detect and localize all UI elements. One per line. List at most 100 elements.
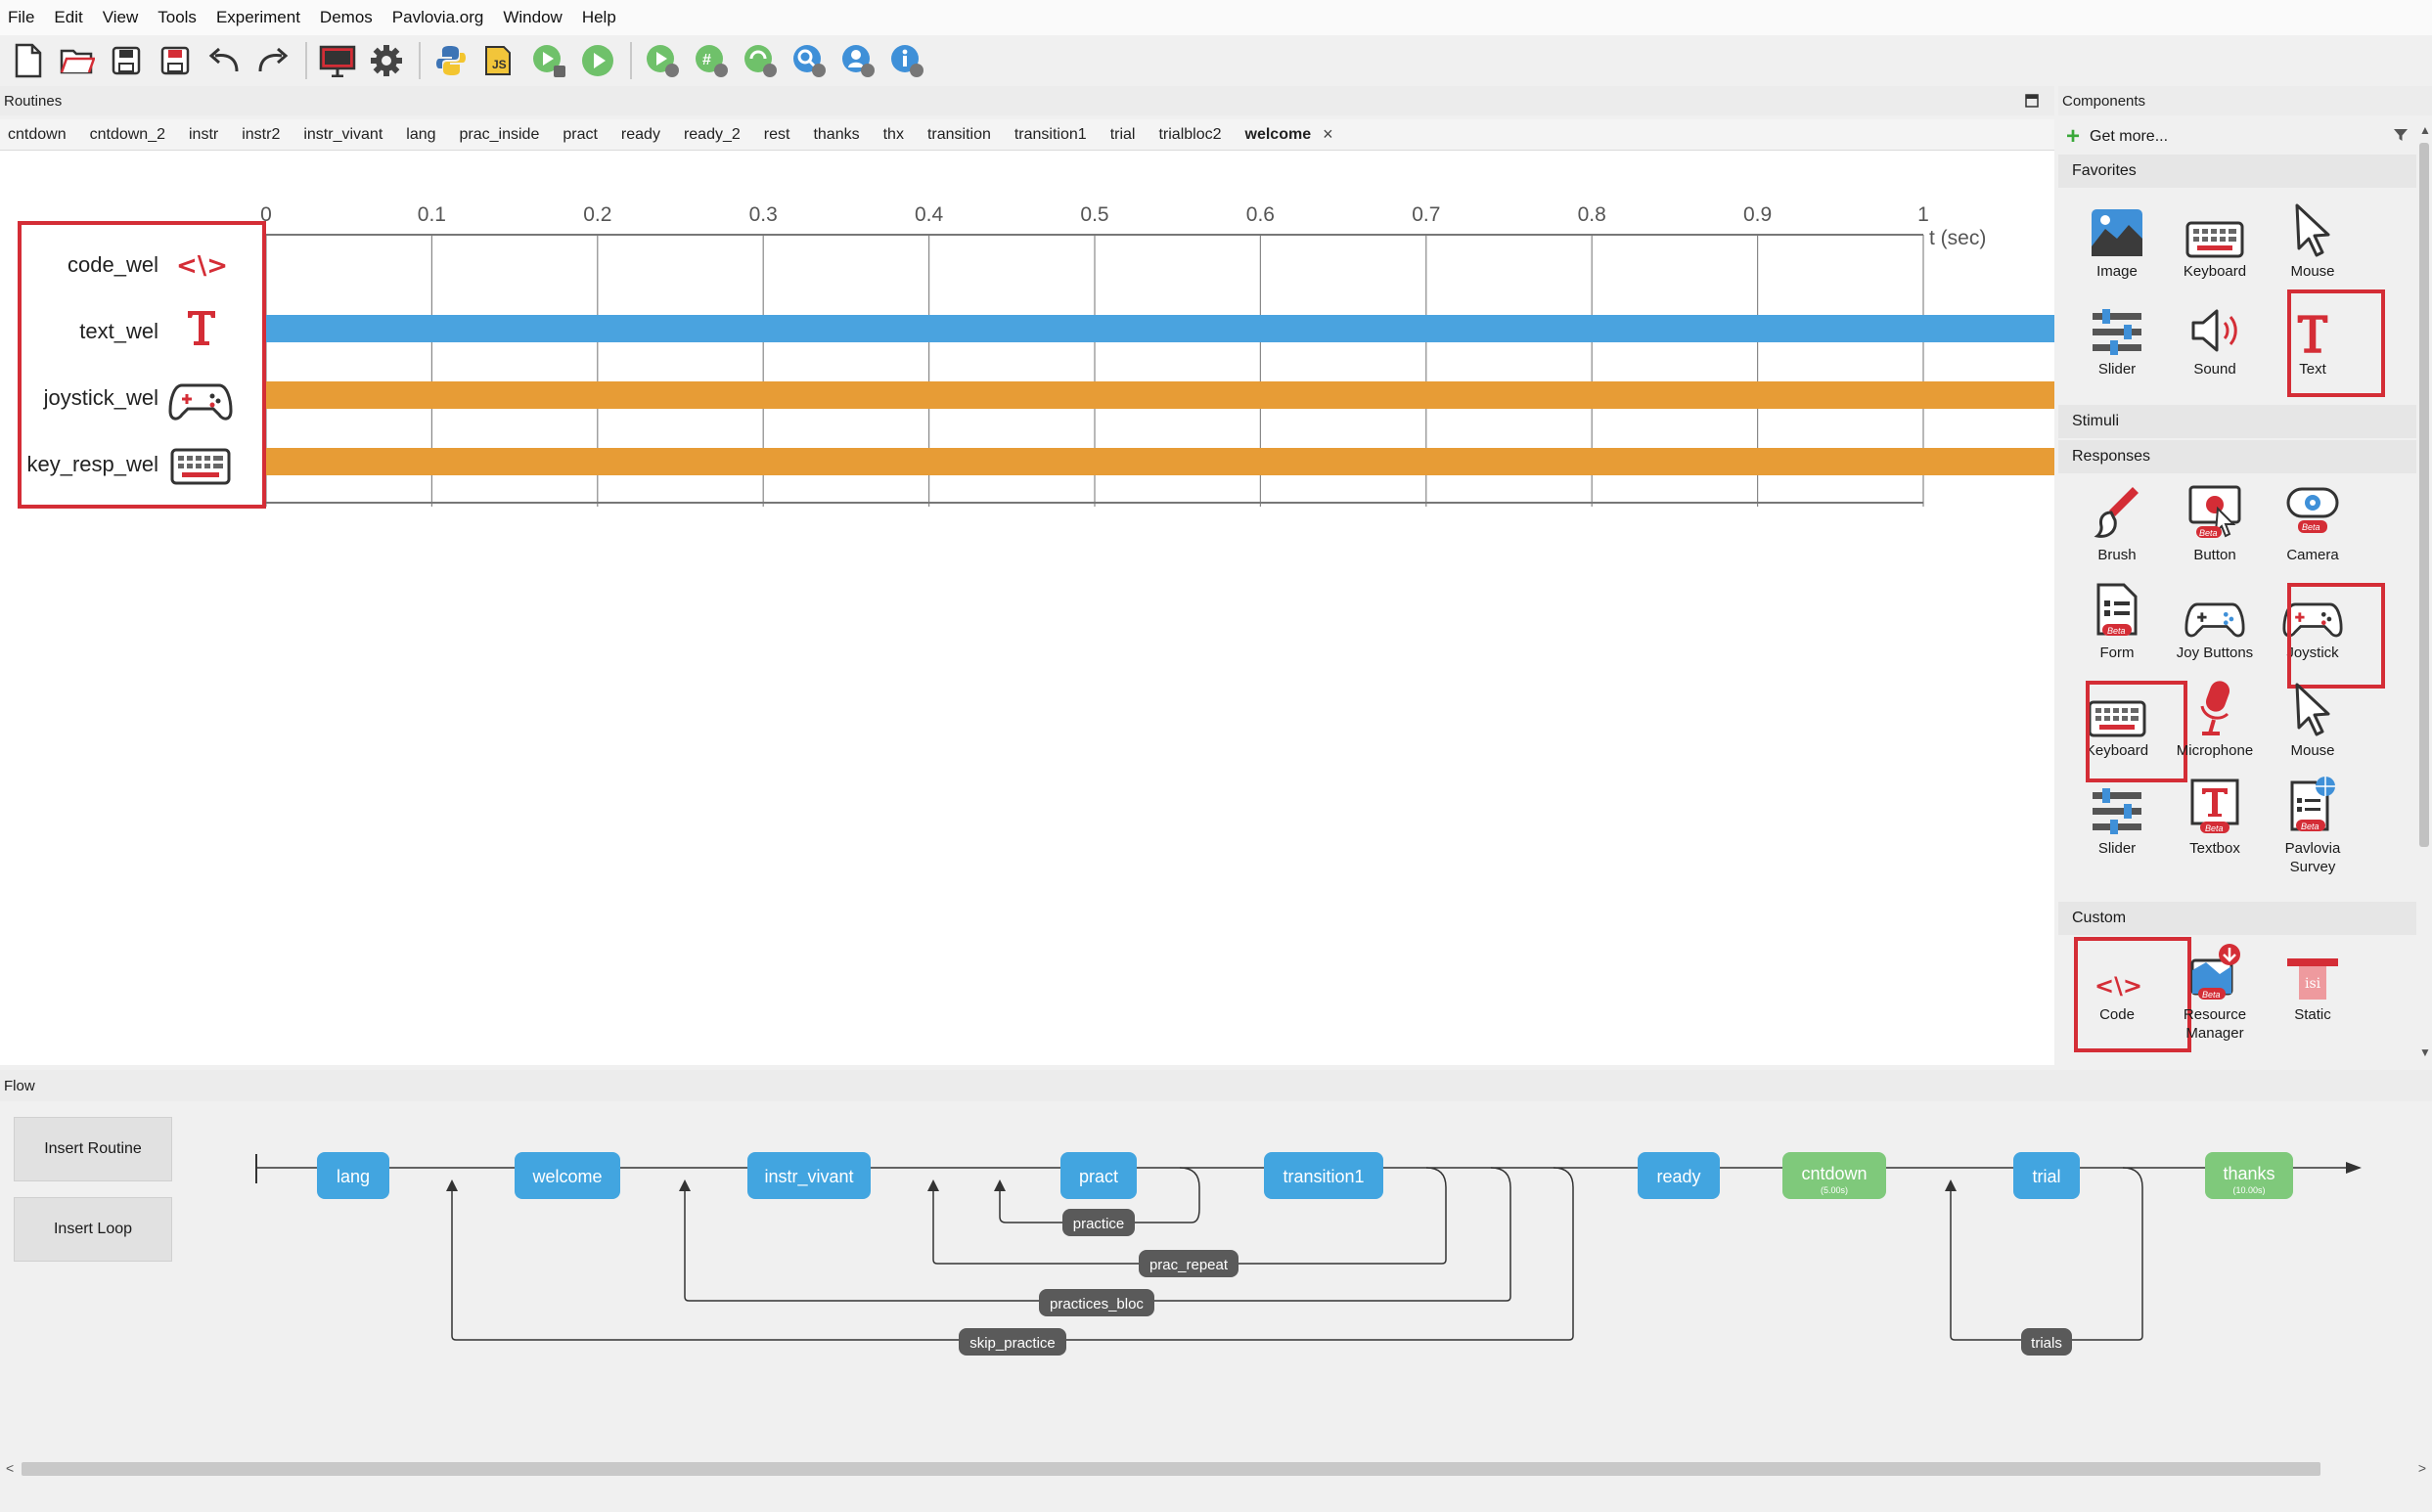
comp-image[interactable]: Image [2068,190,2166,281]
save-as-icon[interactable] [155,40,196,81]
components-scrollbar[interactable]: ▲ ▼ [2416,119,2432,1063]
comp-camera[interactable]: Beta Camera [2264,473,2362,564]
loop-pill[interactable] [1139,1250,1239,1277]
joystick-wel-bar[interactable] [266,381,2054,409]
publish-icon[interactable] [740,40,781,81]
scroll-right-icon[interactable]: > [2417,1460,2426,1476]
code-icon[interactable]: <\> [174,246,228,287]
flow-routine-box[interactable] [1060,1152,1137,1199]
component-label-key-resp-wel[interactable]: key_resp_wel [26,452,158,476]
flow-scroll-thumb[interactable] [22,1462,2320,1476]
scroll-left-icon[interactable]: < [6,1460,15,1476]
key-resp-wel-bar[interactable] [266,448,2054,475]
run-icon[interactable] [577,40,618,81]
tab-ready-2[interactable]: ready_2 [683,125,741,143]
comp-sound[interactable]: Sound [2166,288,2264,378]
tab-transition[interactable]: transition [926,125,991,143]
loop-pill[interactable] [1039,1289,1154,1316]
comp-joy-buttons[interactable]: Joy Buttons [2166,571,2264,662]
tab-rest[interactable]: rest [763,125,790,143]
tab-instr-vivant[interactable]: instr_vivant [303,125,383,143]
tab-lang[interactable]: lang [406,125,436,143]
comp-code[interactable]: <\> Code [2068,933,2166,1024]
flow-routine-box[interactable] [2205,1152,2293,1199]
panel-maximize-icon[interactable] [2025,94,2039,111]
loop-pill[interactable] [2021,1328,2072,1356]
javascript-icon[interactable]: JS [479,40,520,81]
gamepad-icon[interactable] [168,379,233,427]
tab-trial[interactable]: trial [1109,125,1136,143]
scroll-up-icon[interactable]: ▲ [2419,123,2431,137]
components-scroll-thumb[interactable] [2419,143,2429,847]
menu-pavlovia[interactable]: Pavlovia.org [391,8,484,26]
menu-window[interactable]: Window [503,8,563,26]
menu-demos[interactable]: Demos [319,8,373,26]
flow-routine-box[interactable] [1782,1152,1886,1199]
close-tab-icon[interactable]: × [1323,124,1333,144]
tab-pract[interactable]: pract [563,125,598,143]
comp-joystick[interactable]: Joystick [2264,571,2362,662]
flow-routine-box[interactable] [2013,1152,2080,1199]
tab-cntdown[interactable]: cntdown [8,125,67,143]
tab-welcome[interactable]: welcome [1244,125,1312,143]
get-more-button[interactable]: + Get more... [2066,125,2168,149]
save-icon[interactable] [106,40,147,81]
comp-brush[interactable]: Brush [2068,473,2166,564]
filter-icon[interactable] [2393,127,2409,148]
tab-instr[interactable]: instr [188,125,219,143]
component-label-code-wel[interactable]: code_wel [68,252,158,277]
menu-file[interactable]: File [8,8,35,26]
comp-keyboard-fav[interactable]: Keyboard [2166,190,2264,281]
flow-routine-box[interactable] [317,1152,389,1199]
open-folder-icon[interactable] [57,40,98,81]
category-custom[interactable]: Custom [2058,902,2416,935]
tab-prac-inside[interactable]: prac_inside [459,125,540,143]
flow-routine-box[interactable] [1638,1152,1720,1199]
comp-keyboard[interactable]: Keyboard [2068,669,2166,760]
comp-slider[interactable]: Slider [2068,767,2166,858]
comp-pavlovia-survey[interactable]: Beta Pavlovia Survey [2264,767,2362,876]
undo-icon[interactable] [203,40,245,81]
sync-icon[interactable]: # [691,40,732,81]
menu-tools[interactable]: Tools [158,8,197,26]
pilot-run-icon[interactable] [642,40,683,81]
component-label-joystick-wel[interactable]: joystick_wel [43,385,158,410]
flow-horizontal-scrollbar[interactable]: < > [0,1458,2432,1480]
comp-form[interactable]: Beta Form [2068,571,2166,662]
category-responses[interactable]: Responses [2058,440,2416,473]
flow-routine-box[interactable] [1264,1152,1383,1199]
flow-routine-box[interactable] [515,1152,620,1199]
category-favorites[interactable]: Favorites [2058,155,2416,188]
redo-icon[interactable] [252,40,293,81]
monitor-icon[interactable] [317,40,358,81]
menu-view[interactable]: View [102,8,139,26]
comp-text[interactable]: Text [2264,288,2362,378]
scroll-down-icon[interactable]: ▼ [2419,1045,2431,1059]
comp-resource-manager[interactable]: Beta Resource Manager [2166,933,2264,1043]
category-stimuli[interactable]: Stimuli [2058,405,2416,438]
new-file-icon[interactable] [8,40,49,81]
comp-mouse-fav[interactable]: Mouse [2264,190,2362,281]
settings-gear-icon[interactable] [366,40,407,81]
tab-cntdown-2[interactable]: cntdown_2 [89,125,165,143]
insert-routine-button[interactable]: Insert Routine [14,1117,172,1181]
keyboard-icon[interactable] [170,448,231,490]
compile-run-icon[interactable] [528,40,569,81]
tab-thanks[interactable]: thanks [813,125,860,143]
menu-help[interactable]: Help [581,8,616,26]
comp-button[interactable]: Beta Button [2166,473,2264,564]
comp-slider-fav[interactable]: Slider [2068,288,2166,378]
loop-pill[interactable] [959,1328,1066,1356]
component-label-text-wel[interactable]: text_wel [79,319,158,343]
insert-loop-button[interactable]: Insert Loop [14,1197,172,1262]
text-T-icon[interactable] [184,307,219,353]
comp-textbox[interactable]: Beta Textbox [2166,767,2264,858]
loop-pill[interactable] [1062,1209,1135,1236]
comp-static[interactable]: isi Static [2264,933,2362,1024]
text-wel-bar[interactable] [266,315,2054,342]
menu-experiment[interactable]: Experiment [215,8,300,26]
tab-trialbloc2[interactable]: trialbloc2 [1158,125,1222,143]
user-icon[interactable] [837,40,878,81]
search-icon[interactable] [788,40,830,81]
tab-thx[interactable]: thx [882,125,904,143]
